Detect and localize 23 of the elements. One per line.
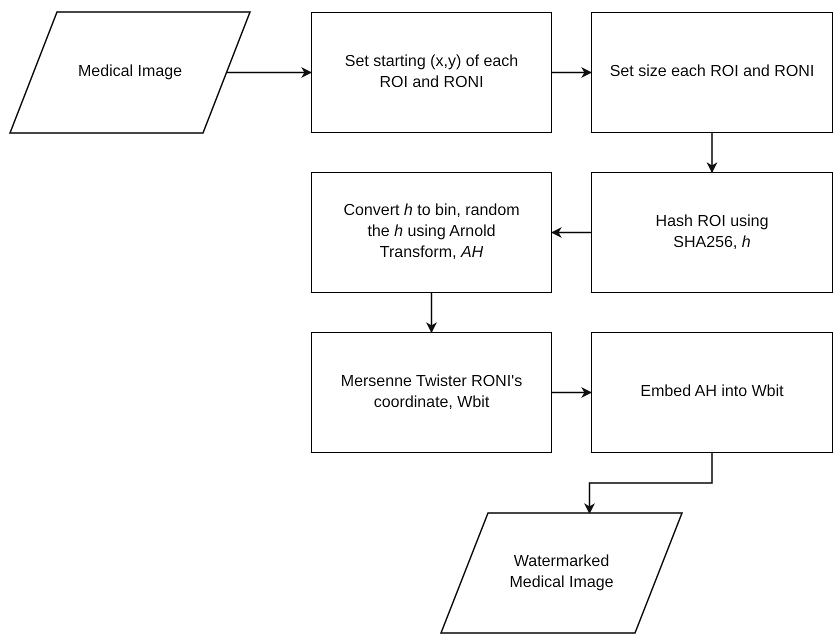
process-box bbox=[311, 12, 552, 133]
arrow bbox=[552, 387, 592, 398]
arrow bbox=[226, 67, 312, 78]
node-text: Set size each ROI and RONI bbox=[610, 62, 814, 82]
node-text: Convert h to bin, random the h using Arnold Transform, AH bbox=[342, 201, 521, 263]
node-text: Set starting (x,y) of each ROI and RONI bbox=[344, 52, 520, 92]
arrow bbox=[552, 67, 592, 78]
process-box bbox=[591, 172, 833, 293]
node-text: Medical Image bbox=[78, 62, 182, 82]
arrow bbox=[706, 133, 718, 174]
data-parallelogram bbox=[10, 12, 250, 133]
process-box bbox=[311, 172, 552, 293]
arrow bbox=[584, 453, 713, 514]
node-text: Hash ROI using SHA256, h bbox=[654, 212, 770, 252]
arrow bbox=[550, 227, 591, 238]
process-box bbox=[311, 332, 552, 453]
process-box bbox=[591, 332, 833, 453]
arrow bbox=[426, 293, 437, 334]
node-text: Mersenne Twister RONI's coordinate, Wbit bbox=[340, 372, 524, 412]
node-text: Embed AH into Wbit bbox=[640, 382, 784, 402]
process-box bbox=[591, 12, 833, 133]
data-parallelogram bbox=[441, 513, 682, 633]
node-text: Watermarked Medical Image bbox=[508, 552, 615, 593]
